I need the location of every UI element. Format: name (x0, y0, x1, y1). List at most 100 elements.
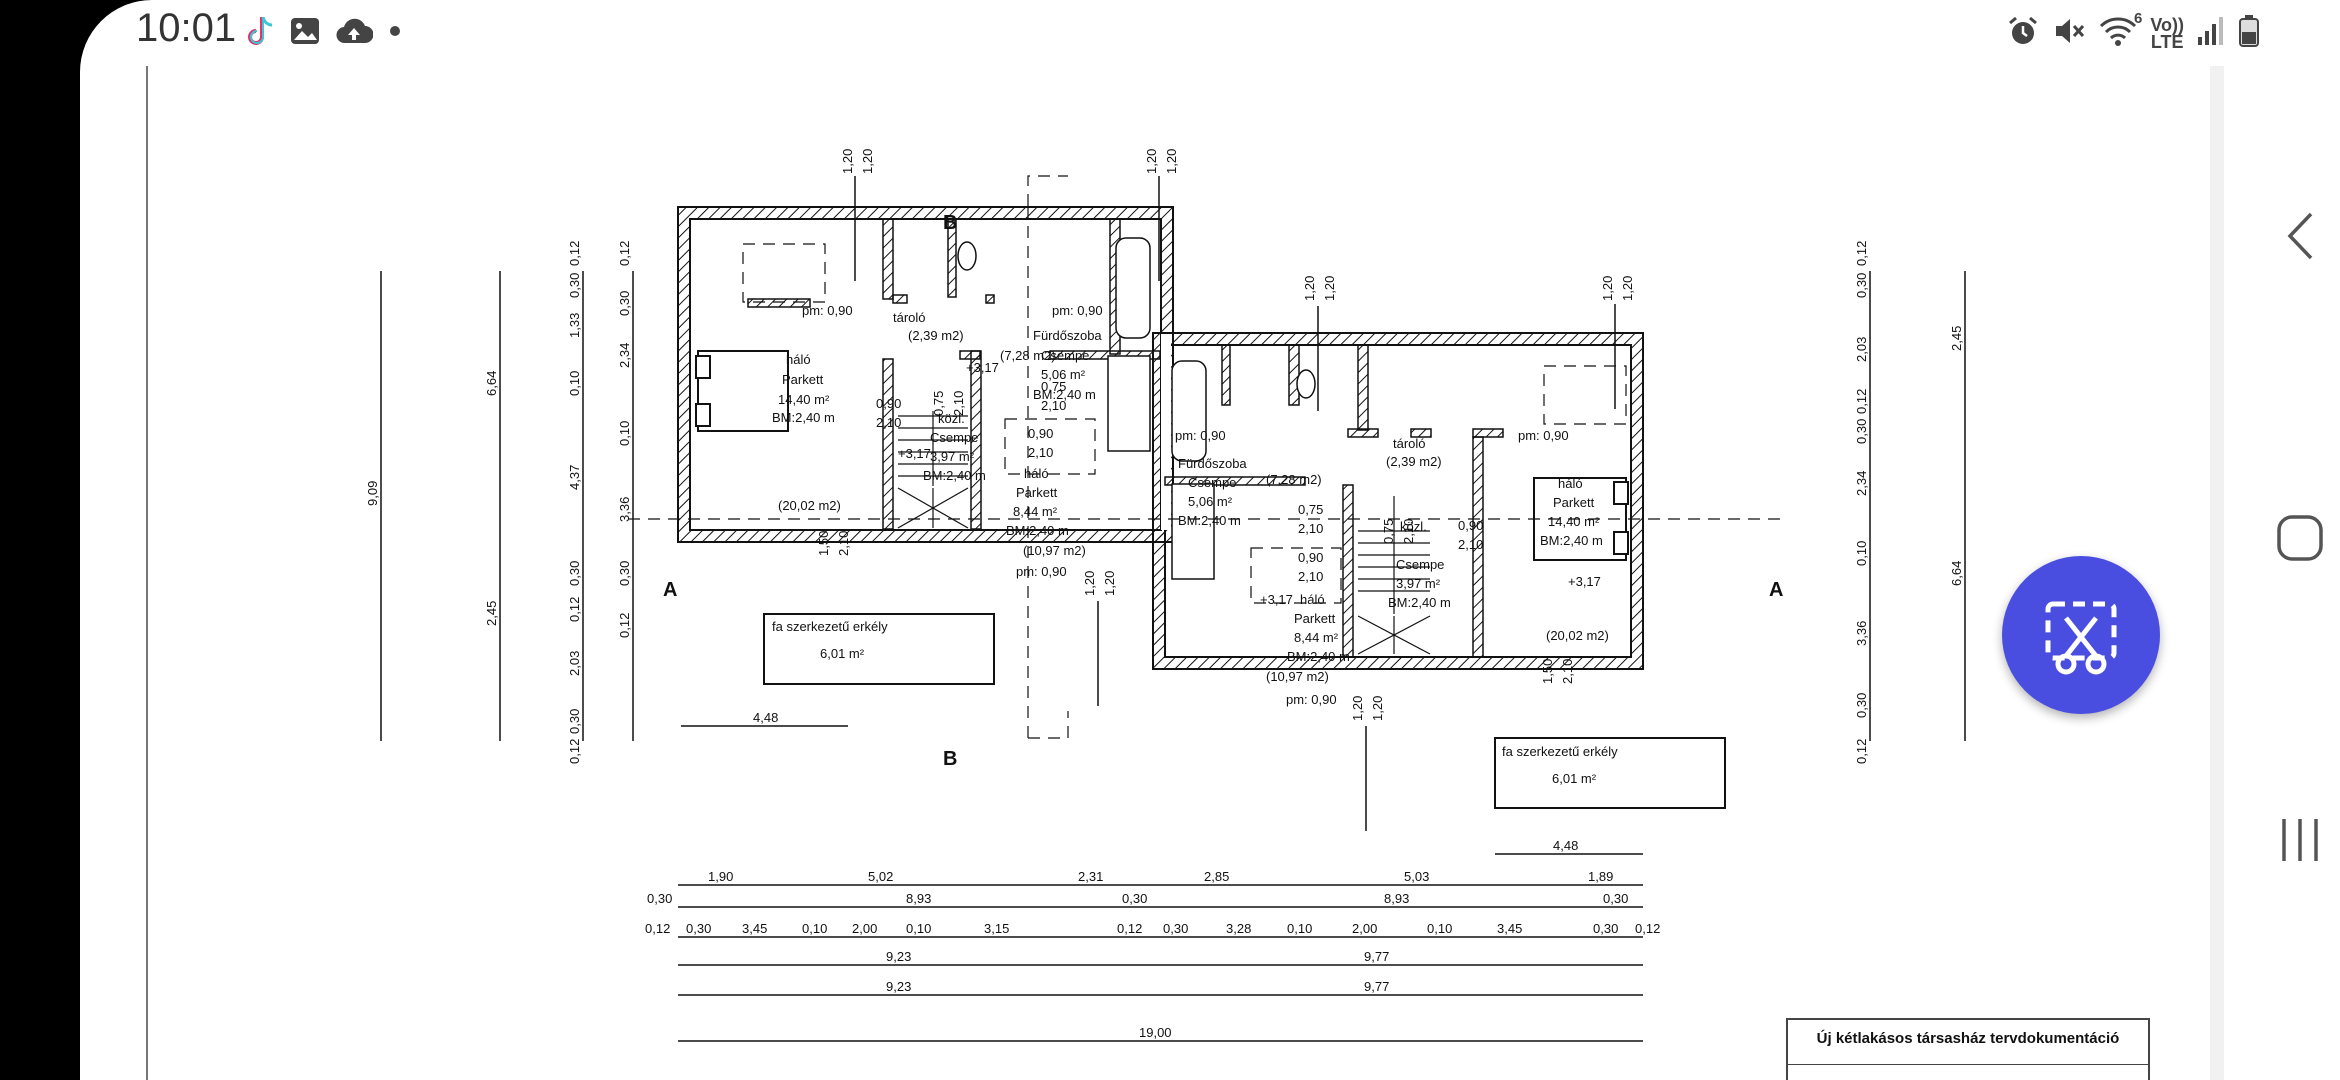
dim-left-b-5: 3,36 (617, 497, 632, 522)
u1-door-3a: 0,75 (1041, 379, 1066, 394)
dim-r3-11: 0,10 (1287, 921, 1312, 936)
u2-door-1a: 0,75 (1298, 502, 1323, 517)
navigation-bar (2260, 0, 2340, 1080)
balcony-unit2 (1494, 737, 1726, 809)
window-tag-2: 1,20 (860, 149, 875, 174)
u2-room-3-height: BM:2,40 m (1540, 533, 1603, 548)
pdf-page[interactable]: A A B B pm: 0,90 háló Parkett 14,40 m² B… (146, 66, 2214, 1080)
u1-room-extra: (20,02 m2) (778, 498, 841, 513)
balcony-dim-1: 4,48 (753, 710, 778, 725)
u1-room-5-height: BM:2,40 m (1006, 523, 1069, 538)
u2-door-3a: 0,90 (1458, 518, 1483, 533)
back-icon (2285, 210, 2315, 267)
dim-left-b-4: 0,10 (617, 421, 632, 446)
u1-sill-5: pm: 0,90 (1016, 564, 1067, 579)
u1-door-1a: 0,90 (876, 396, 901, 411)
section-marker-b-top: B (943, 212, 957, 234)
wifi-icon: 6 (2098, 10, 2142, 53)
u2-room-5-finish: Parkett (1294, 611, 1336, 626)
recents-button[interactable] (2272, 810, 2328, 874)
mute-icon (2052, 14, 2086, 53)
u2-room-2-area: (2,39 m2) (1386, 454, 1442, 469)
dim-r1-6: 1,89 (1588, 869, 1613, 884)
home-button[interactable] (2272, 508, 2328, 572)
u2-room-3-name: háló (1558, 476, 1583, 491)
dim-r3-4: 0,10 (802, 921, 827, 936)
dim-left-b-1: 0,12 (617, 241, 632, 266)
u1-room-5-name: háló (1024, 466, 1049, 481)
dim-right-5: 0,30 (1854, 419, 1869, 444)
u1-balcony-area: 6,01 m² (820, 646, 865, 661)
dim-r1-4: 2,85 (1204, 869, 1229, 884)
dim-right-10: 0,12 (1854, 739, 1869, 764)
u2-door-4a: 0,75 (1381, 519, 1396, 544)
u2-room-5-name: háló (1300, 592, 1325, 607)
dims-bottom: 1,90 5,02 2,31 2,85 5,03 1,89 0,30 8,93 … (645, 710, 1660, 1040)
window-tag-12: 1,20 (1370, 696, 1385, 721)
u2-room-1-name: Fürdőszoba (1178, 456, 1247, 471)
dim-r3-16: 0,12 (1635, 921, 1660, 936)
window-tag-3: 1,20 (1144, 149, 1159, 174)
battery-icon (2238, 14, 2260, 53)
u1-room-4-finish: Csempe (930, 430, 978, 445)
dim-r3-2: 0,30 (686, 921, 711, 936)
u2-room-1-extra: (7,28 m2) (1266, 472, 1322, 487)
floor-plan-drawing[interactable]: A A B B pm: 0,90 háló Parkett 14,40 m² B… (148, 66, 2212, 1080)
stairs-unit2 (1357, 496, 1431, 655)
lte-label: LTE (2150, 31, 2184, 52)
dim-r3-5: 2,00 (852, 921, 877, 936)
dim-r1-5: 5,03 (1404, 869, 1429, 884)
dim-r1-2: 5,02 (868, 869, 893, 884)
screenshot-fab-button[interactable] (2002, 556, 2160, 714)
u2-sill-5: pm: 0,90 (1286, 692, 1337, 707)
gallery-icon (289, 15, 321, 52)
dim-r4-1: 9,23 (886, 949, 911, 964)
u2-door-4b: 2,10 (1401, 519, 1416, 544)
u2-door-3b: 2,10 (1458, 537, 1483, 552)
u1-door-4b: 2,10 (1028, 445, 1053, 460)
dim-r5-2: 9,77 (1364, 979, 1389, 994)
dim-left-a-5: 0,30 (567, 561, 582, 586)
dim-r3-15: 0,30 (1593, 921, 1618, 936)
dims-right: 2,45 6,64 0,12 0,30 2,03 0,12 0,30 2,34 … (1854, 241, 1964, 764)
recents-icon (2277, 815, 2323, 870)
dim-right-6: 2,34 (1854, 471, 1869, 496)
unit2-interior-walls (1164, 344, 1504, 658)
u1-room-1-height: BM:2,40 m (772, 410, 835, 425)
u2-room-1-area: 5,06 m² (1188, 494, 1233, 509)
unit2-labels: pm: 0,90 Fürdőszoba Csempe 5,06 m² BM:2,… (1175, 428, 1618, 786)
u1-balcony-name: fa szerkezetű erkély (772, 619, 888, 634)
u1-sill-1: pm: 0,90 (802, 303, 853, 318)
u1-door-1b: 2,10 (876, 415, 901, 430)
dim-r3-7: 3,15 (984, 921, 1009, 936)
dim-total: 19,00 (1139, 1025, 1172, 1040)
window-tag-7: 1,20 (1600, 276, 1615, 301)
scrollbar-track[interactable] (2210, 66, 2224, 1080)
window-tag-1: 1,20 (840, 149, 855, 174)
dim-r3-3: 3,45 (742, 921, 767, 936)
u1-room-1-name: háló (786, 352, 811, 367)
dim-r1-1: 1,90 (708, 869, 733, 884)
dim-r5-1: 9,23 (886, 979, 911, 994)
u2-level-2: +3,17 (1568, 574, 1601, 589)
bed-unit1 (695, 350, 789, 432)
dim-r3-9: 0,30 (1163, 921, 1188, 936)
section-marker-a-right: A (1769, 579, 1783, 601)
u1-room-4-height: BM:2,40 m (923, 468, 986, 483)
back-button[interactable] (2272, 206, 2328, 270)
balcony-dim-2: 4,48 (1553, 838, 1578, 853)
dim-left-mid-2: 2,45 (484, 601, 499, 626)
dim-left-a-6: 0,12 (567, 597, 582, 622)
u2-room-4-name: közl. (1400, 519, 1427, 534)
window-tag-9: 1,20 (1082, 571, 1097, 596)
dim-r2-3: 0,30 (1122, 891, 1147, 906)
dim-left-b-7: 0,12 (617, 613, 632, 638)
alarm-icon (2006, 14, 2040, 53)
u2-room-1-finish: Csempe (1188, 475, 1236, 490)
status-right-icons: 6 Vo)) LTE (2006, 10, 2260, 53)
u1-room-3-height: BM:2,40 m (1033, 387, 1096, 402)
dim-right-3: 2,03 (1854, 337, 1869, 362)
u1-door-4a: 0,90 (1028, 426, 1053, 441)
screenshot-scissors-icon (2002, 601, 2160, 718)
dim-r3-6: 0,10 (906, 921, 931, 936)
